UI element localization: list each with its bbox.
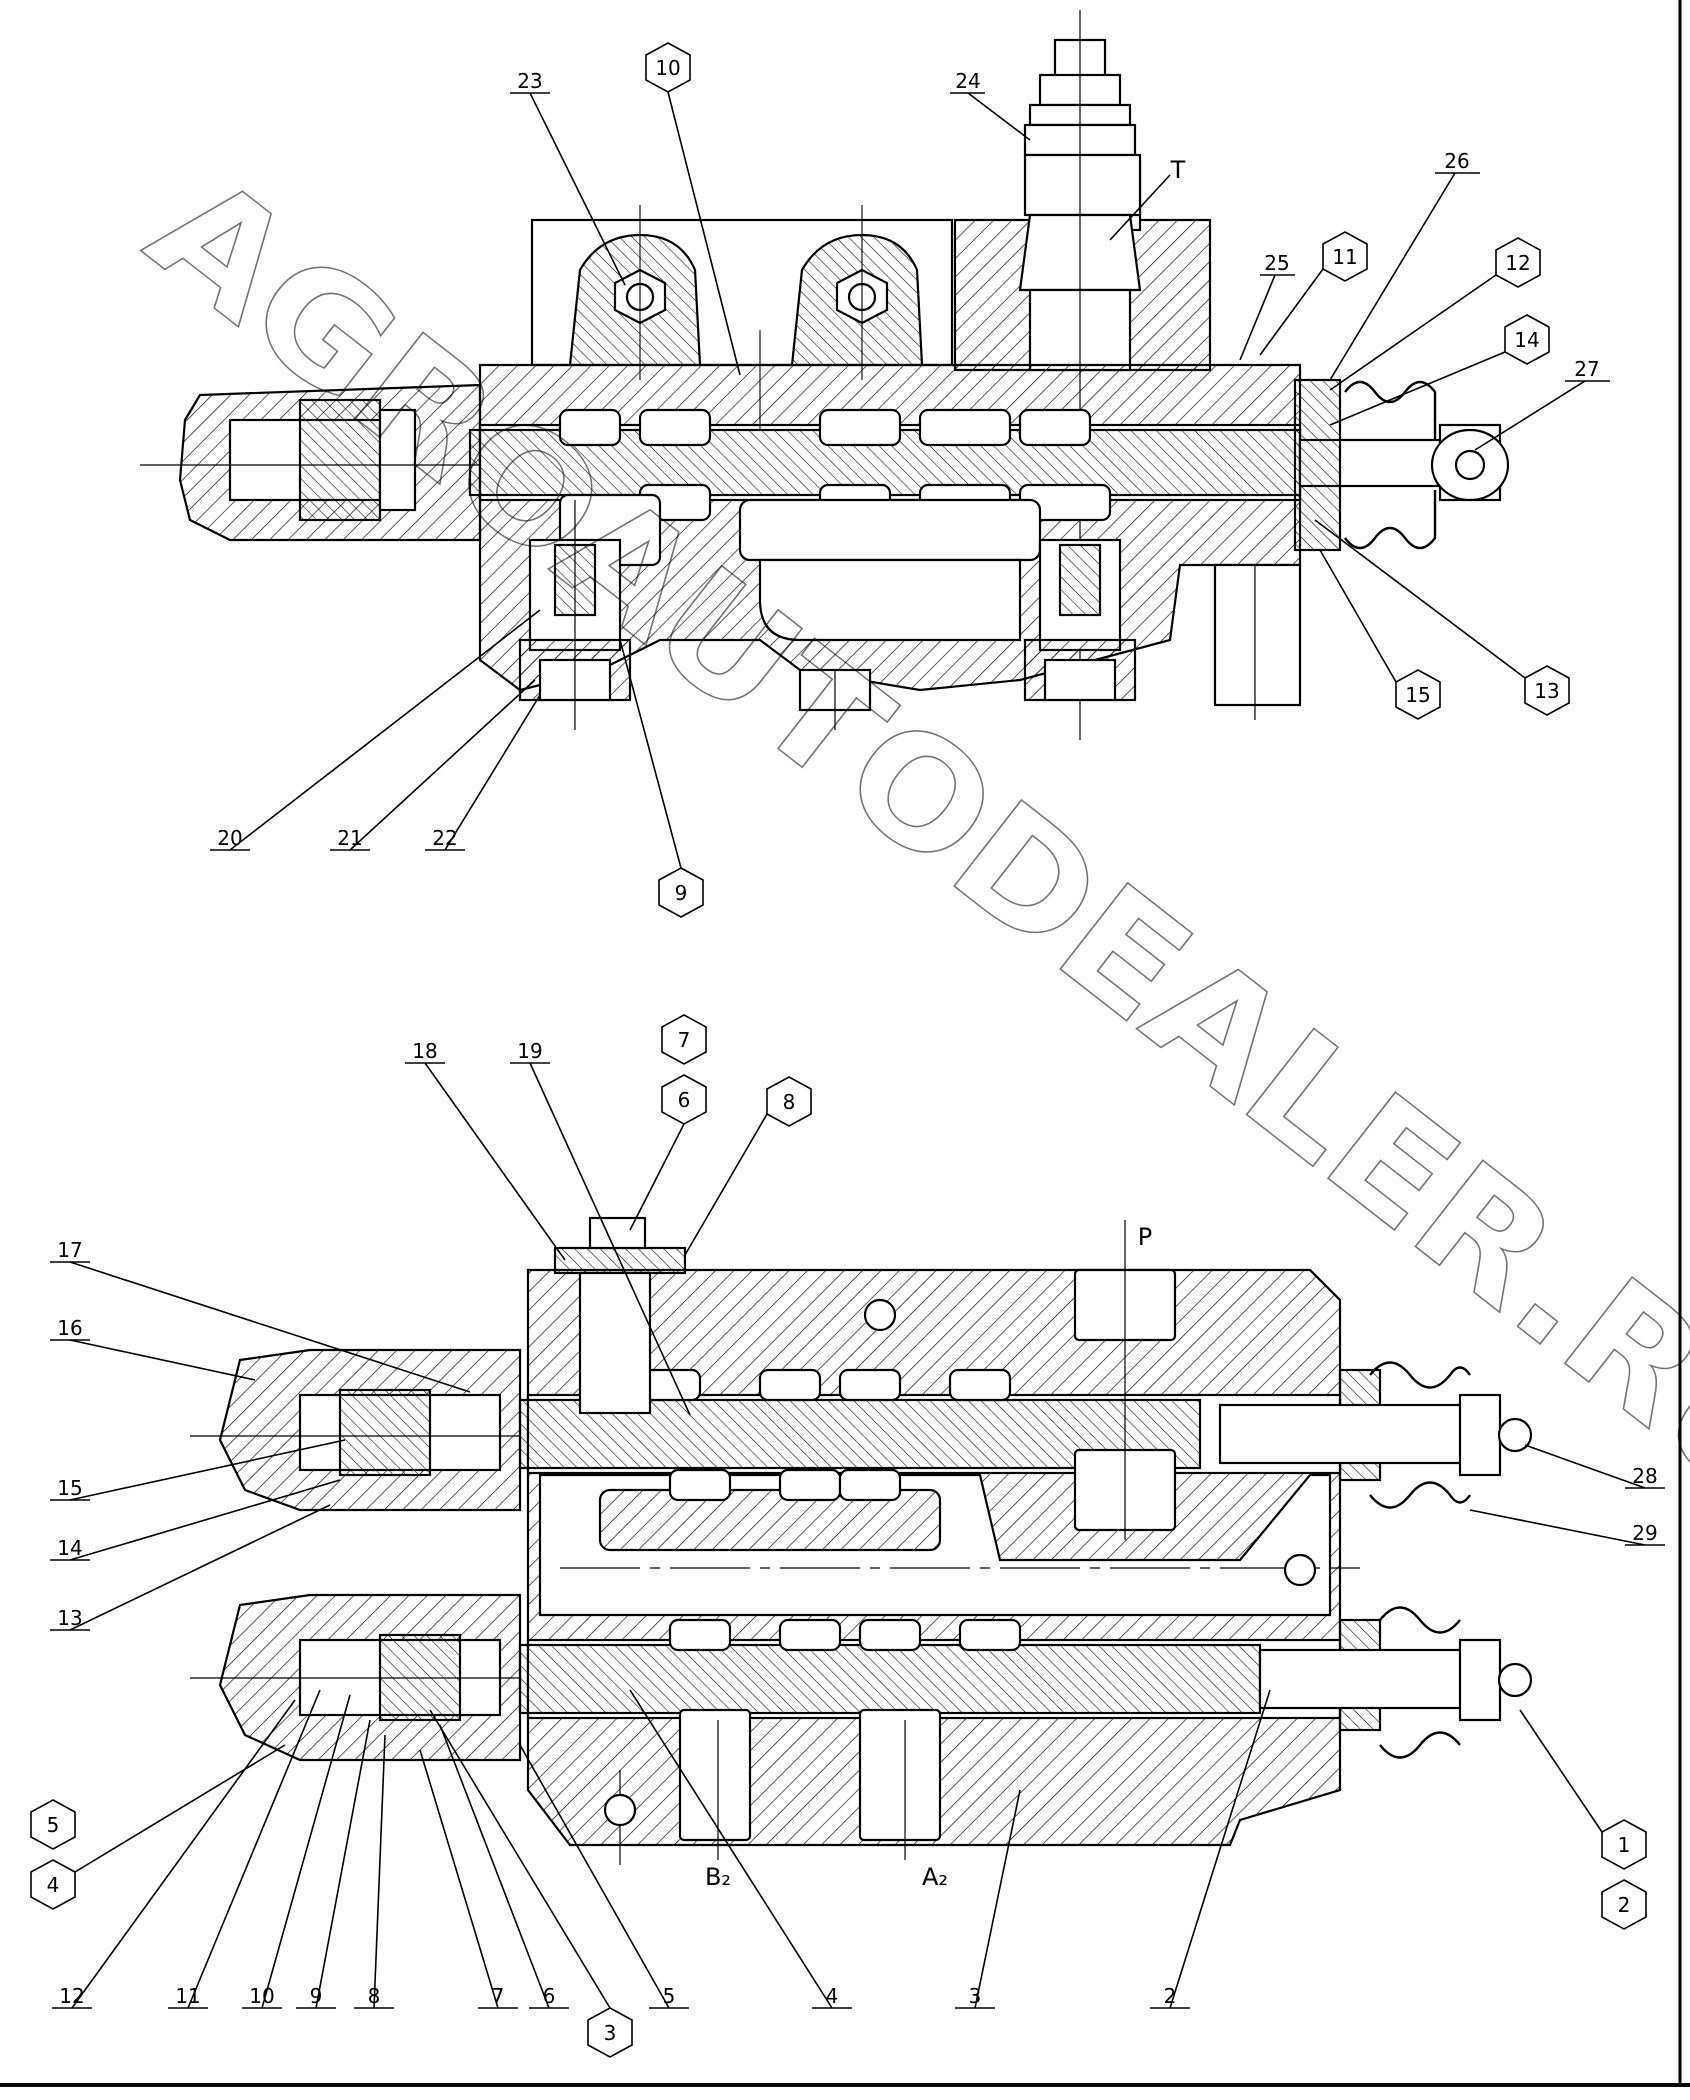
callout-1-circle: 1 (1618, 1833, 1631, 1857)
port-label-t: T (1170, 156, 1186, 184)
callout-14-top: 14 (1514, 328, 1539, 352)
callout-22: 22 (432, 826, 457, 850)
boot-bellows-lower (1344, 490, 1437, 550)
callout-21: 21 (337, 826, 362, 850)
callout-26: 26 (1444, 149, 1469, 173)
callout-28: 28 (1632, 1464, 1657, 1488)
boot-bellows-upper-c (1379, 1606, 1461, 1634)
check-valve-left (518, 500, 632, 730)
callout-24: 24 (955, 69, 980, 93)
callout-3-bottom: 3 (969, 1984, 982, 2008)
callout-5-bottom: 5 (663, 1984, 676, 2008)
callout-4-circle: 4 (47, 1873, 60, 1897)
callout-5-circle: 5 (47, 1813, 60, 1837)
port-label-b2: B₂ (705, 1863, 731, 1891)
callout-12-bottom: 12 (59, 1984, 84, 2008)
callout-9-bottom: 9 (310, 1984, 323, 2008)
callout-23: 23 (517, 69, 542, 93)
bottom-section-view (190, 1216, 1533, 1865)
callout-6-circle: 6 (678, 1088, 691, 1112)
callout-9-top: 9 (675, 881, 688, 905)
callout-15-top: 15 (1405, 683, 1430, 707)
port-label-a2: A₂ (922, 1863, 948, 1891)
callout-7-bottom: 7 (492, 1984, 505, 2008)
callout-6-bottom: 6 (543, 1984, 556, 2008)
callout-27: 27 (1574, 357, 1599, 381)
callout-4-bottom: 4 (826, 1984, 839, 2008)
callout-17: 17 (57, 1238, 82, 1262)
callout-14-bottom: 14 (57, 1536, 82, 1560)
callout-10-bottom: 10 (249, 1984, 274, 2008)
callout-7-circle: 7 (678, 1028, 691, 1052)
callout-19: 19 (517, 1039, 542, 1063)
callout-13-bottom: 13 (57, 1606, 82, 1630)
check-valve-right (1023, 538, 1137, 702)
callout-10-top: 10 (655, 56, 680, 80)
callout-16: 16 (57, 1316, 82, 1340)
boot-bellows-lower-c (1379, 1731, 1461, 1759)
callout-12-top: 12 (1505, 251, 1530, 275)
callout-3-circle: 3 (604, 2021, 617, 2045)
callout-2-bottom: 2 (1164, 1984, 1177, 2008)
callout-2-circle: 2 (1618, 1893, 1631, 1917)
callout-13-top: 13 (1534, 679, 1559, 703)
callout-11-top: 11 (1332, 245, 1357, 269)
top-section-view (140, 10, 1510, 740)
callout-8-circle: 8 (783, 1090, 796, 1114)
port-label-p: P (1138, 1223, 1152, 1251)
boot-bellows-lower-b (1369, 1481, 1471, 1509)
callout-20: 20 (217, 826, 242, 850)
callout-15-bottom: 15 (57, 1476, 82, 1500)
callout-11-bottom: 11 (175, 1984, 200, 2008)
callout-25: 25 (1264, 251, 1289, 275)
callout-8-bottom: 8 (368, 1984, 381, 2008)
callout-18: 18 (412, 1039, 437, 1063)
boot-bellows-upper (1344, 380, 1437, 440)
callout-29: 29 (1632, 1521, 1657, 1545)
boot-bellows-upper-b (1369, 1361, 1471, 1389)
